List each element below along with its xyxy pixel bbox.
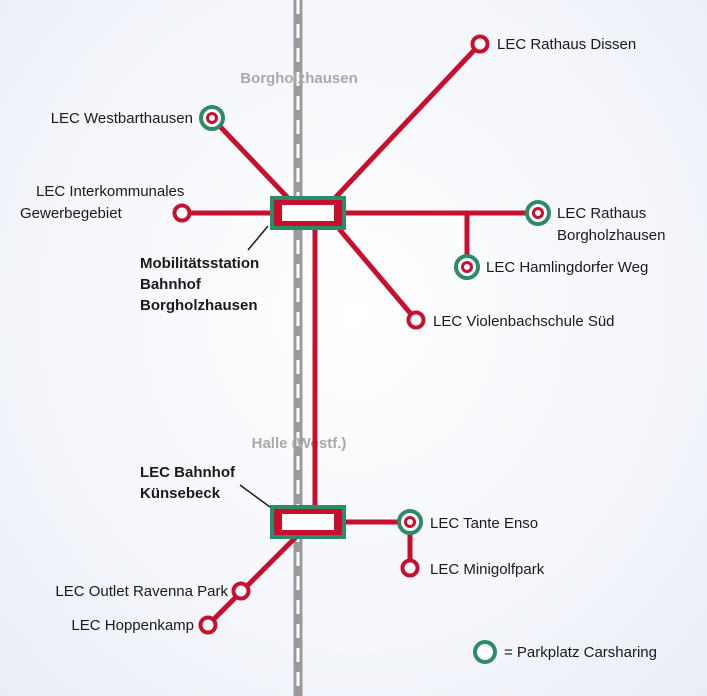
route-line-rathaus-dissen <box>332 41 483 201</box>
stop-marker-westbarthausen[interactable] <box>199 105 225 131</box>
hub-label-south-2: Künsebeck <box>140 485 221 502</box>
route-lines <box>179 41 541 628</box>
stop-marker-violenbach[interactable] <box>406 310 426 330</box>
stop-label-violenbach: LEC Violenbachschule Süd <box>433 313 615 330</box>
stop-marker-outlet[interactable] <box>231 581 251 601</box>
stop-label-tante-enso: LEC Tante Enso <box>430 515 538 532</box>
stop-marker-rathaus-borgholzhausen[interactable] <box>525 200 551 226</box>
stop-label-hamlingdorfer: LEC Hamlingdorfer Weg <box>486 259 648 276</box>
carsharing-ring-icon <box>473 640 497 664</box>
stop-label-westbarthausen: LEC Westbarthausen <box>51 110 193 127</box>
stop-marker-gewerbegebiet[interactable] <box>172 203 192 223</box>
stop-label-rathaus-dissen: LEC Rathaus Dissen <box>497 36 636 53</box>
stop-label-rathaus-borgholzhausen-1: LEC Rathaus <box>557 205 646 222</box>
stop-label-minigolf: LEC Minigolfpark <box>430 561 545 578</box>
callout-line-north <box>247 225 269 251</box>
town-label-halle: Halle (Westf.) <box>252 435 347 452</box>
stop-label-rathaus-borgholzhausen-2: Borgholzhausen <box>557 227 665 244</box>
route-line-hoppenkamp <box>205 534 299 628</box>
stop-label-hoppenkamp: LEC Hoppenkamp <box>71 617 194 634</box>
hub-label-south-1: LEC Bahnhof <box>140 464 236 481</box>
hub-label-north-3: Borgholzhausen <box>140 297 258 314</box>
hub-south[interactable] <box>270 505 346 539</box>
stop-label-gewerbegebiet-2: Gewerbegebiet <box>20 205 123 222</box>
callout-line-south <box>239 484 271 508</box>
town-label-borgholzhausen: Borgholzhausen <box>240 70 358 87</box>
stop-marker-rathaus-dissen[interactable] <box>470 34 490 54</box>
stop-marker-hoppenkamp[interactable] <box>198 615 218 635</box>
route-line-violenbach <box>337 227 419 323</box>
stop-marker-hamlingdorfer[interactable] <box>454 254 480 280</box>
hub-north[interactable] <box>270 196 346 230</box>
route-line-westbarthausen <box>209 115 291 201</box>
stop-label-outlet: LEC Outlet Ravenna Park <box>55 583 228 600</box>
legend-label: = Parkplatz Carsharing <box>504 644 657 661</box>
hub-label-north-1: Mobilitätsstation <box>140 255 259 272</box>
hub-label-north-2: Bahnhof <box>140 276 202 293</box>
legend: = Parkplatz Carsharing <box>473 640 657 664</box>
stop-marker-minigolf[interactable] <box>400 558 420 578</box>
stop-label-gewerbegebiet-1: LEC Interkommunales <box>36 183 184 200</box>
stop-marker-tante-enso[interactable] <box>397 509 423 535</box>
